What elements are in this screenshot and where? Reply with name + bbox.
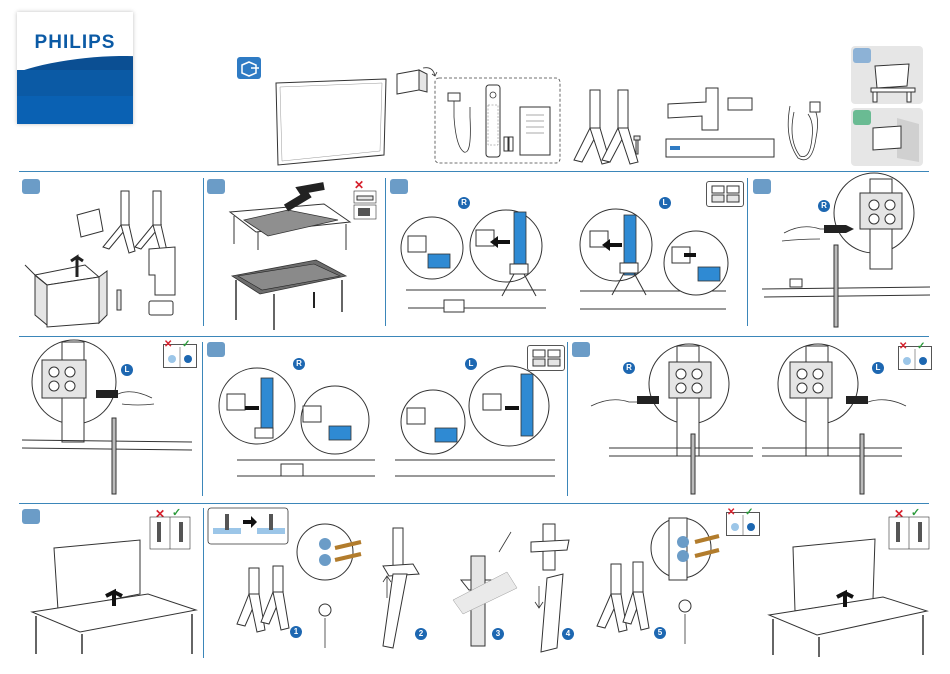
screw-type-check: ✕✓ xyxy=(163,344,197,368)
divider xyxy=(203,508,204,658)
marker-left: L xyxy=(121,364,133,376)
divider xyxy=(567,342,568,496)
separate-stand-steps xyxy=(207,508,767,663)
power-cord xyxy=(784,98,834,166)
section-divider-1 xyxy=(19,171,929,172)
step-badge xyxy=(207,179,225,194)
step-badge xyxy=(207,342,225,357)
tv-front-drawing xyxy=(270,75,390,170)
step-badge xyxy=(390,179,408,194)
section-divider-3 xyxy=(19,503,929,504)
foot-orientation-check xyxy=(888,516,930,550)
center-stand-parts xyxy=(666,84,781,164)
stand-option-icon xyxy=(706,181,744,207)
accessories-box xyxy=(434,77,562,165)
step-number: 4 xyxy=(562,628,574,640)
screw-type-check: ✕✓ xyxy=(898,346,932,370)
tv-on-table-final-2 xyxy=(765,535,930,660)
left-bracket-detail xyxy=(576,205,728,320)
screw-right-detail xyxy=(762,179,932,327)
left-foot-attach xyxy=(395,366,560,478)
wrong-surface-icon xyxy=(353,190,377,220)
open-box-drawing xyxy=(25,185,200,330)
screw-right-detail-2 xyxy=(585,344,755,496)
foot-orientation-check xyxy=(149,516,191,550)
right-foot-attach xyxy=(207,368,377,480)
step-badge xyxy=(22,509,40,524)
marker-left: L xyxy=(872,362,884,374)
step-number: 2 xyxy=(415,628,427,640)
section-divider-2 xyxy=(19,336,929,337)
screw-type-check: ✕✓ xyxy=(726,512,760,536)
divider xyxy=(385,178,386,326)
step-number: 1 xyxy=(290,626,302,638)
lay-tv-on-table xyxy=(228,180,353,330)
philips-logo: PHILIPS xyxy=(17,12,133,124)
stand-option-icon xyxy=(527,345,565,371)
stand-feet-pair xyxy=(568,88,658,168)
unbox-icon xyxy=(237,57,261,79)
divider xyxy=(202,342,203,496)
option-wall-mount xyxy=(851,108,923,166)
divider xyxy=(203,178,204,326)
step-number: 5 xyxy=(654,627,666,639)
brand-name: PHILIPS xyxy=(17,32,133,54)
step-number: 3 xyxy=(492,628,504,640)
right-bracket-detail xyxy=(398,208,550,318)
option-table-mount xyxy=(851,46,923,104)
divider xyxy=(747,178,748,326)
